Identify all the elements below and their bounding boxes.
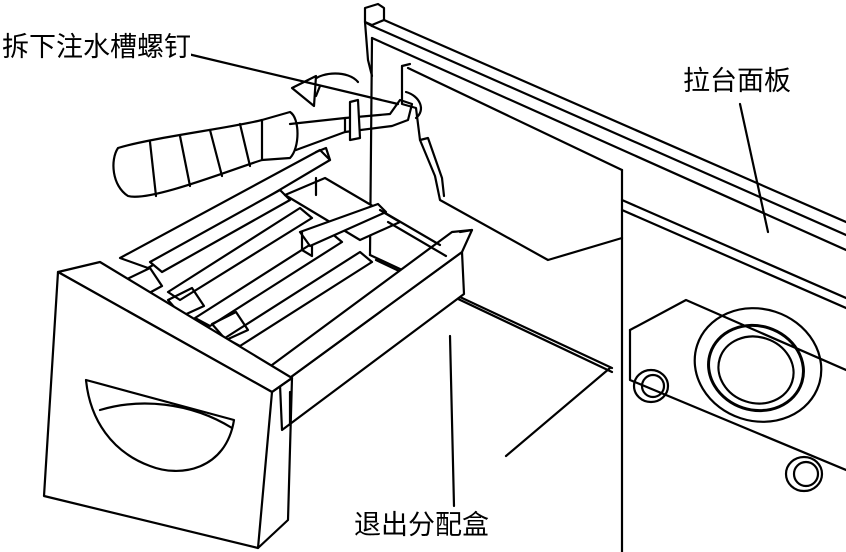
leader-line-panel bbox=[740, 104, 768, 232]
leader-arrow bbox=[506, 368, 610, 456]
label-control-panel: 拉台面板 bbox=[683, 66, 791, 97]
panel-button bbox=[634, 370, 668, 402]
program-knob bbox=[680, 292, 836, 438]
screwdriver bbox=[113, 100, 412, 197]
drawer-handle-grip bbox=[86, 380, 234, 471]
dispenser-drawer bbox=[44, 148, 472, 548]
control-panel bbox=[365, 4, 846, 552]
leader-line-box bbox=[450, 336, 454, 506]
label-remove-screw: 拆下注水槽螺钉 bbox=[2, 32, 191, 63]
panel-button bbox=[786, 457, 822, 491]
screw bbox=[350, 100, 360, 140]
leader-line-screw bbox=[188, 54, 398, 104]
label-pull-out-box: 退出分配盒 bbox=[354, 510, 489, 541]
